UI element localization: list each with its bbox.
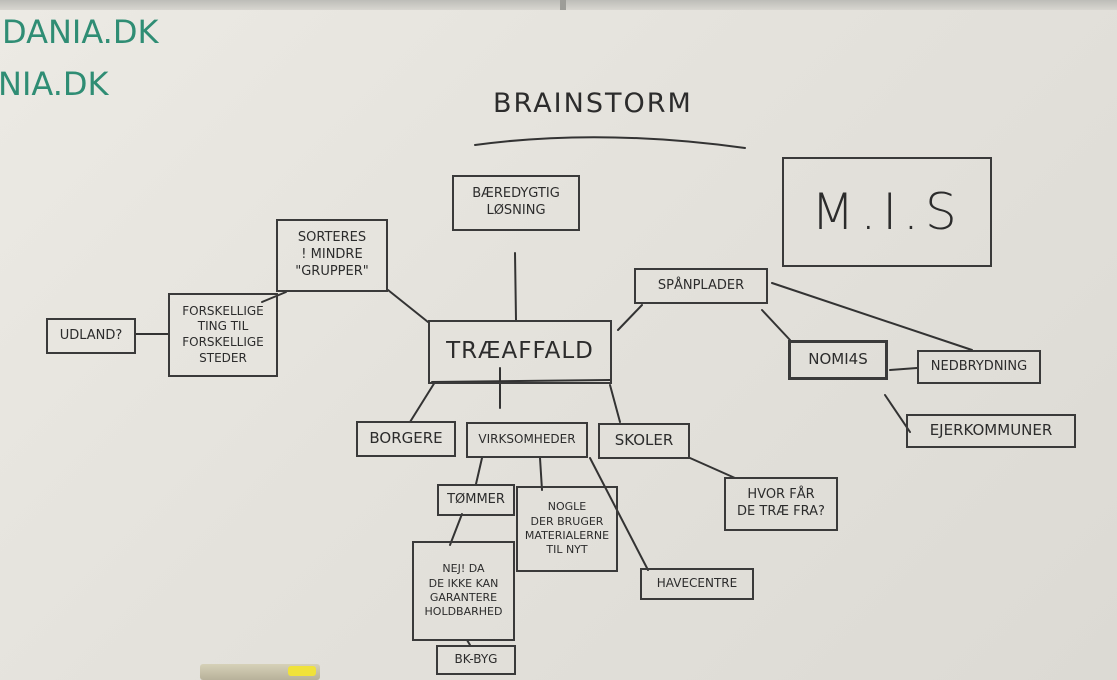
node-baeredygtig-label: Bæredygtig løsning bbox=[472, 186, 560, 218]
mis-label: M.I.S bbox=[811, 182, 963, 241]
link-center-baeredygtig bbox=[514, 252, 517, 321]
center-node-traeaffald: TRÆAFFALD bbox=[428, 320, 612, 384]
link-bar-borgere bbox=[409, 381, 436, 423]
node-borgere-label: BORGERE bbox=[369, 429, 443, 448]
link-skoler-hvorfar bbox=[689, 457, 736, 479]
link-virk-nogle bbox=[539, 457, 543, 491]
link-virk-tommer bbox=[475, 457, 483, 485]
link-tommer-nej bbox=[449, 513, 463, 546]
corner-text-line-1: DANIA.DK bbox=[2, 13, 159, 51]
node-nej: Nej! Da de ikke kan garantere holdbarhed bbox=[412, 541, 515, 641]
node-ejerkommuner-label: EJERKOMMUNER bbox=[929, 421, 1053, 440]
link-center-bar bbox=[431, 379, 611, 383]
marker-tray bbox=[200, 664, 320, 680]
node-udland-label: UDLAND? bbox=[59, 327, 123, 343]
frame-joint bbox=[560, 0, 566, 10]
yellow-marker bbox=[288, 666, 316, 676]
node-skoler: SKOLER bbox=[598, 423, 690, 459]
node-nogle: Nogle der bruger materialerne til nyt bbox=[516, 486, 618, 572]
node-nej-label: Nej! Da de ikke kan garantere holdbarhed bbox=[424, 562, 503, 619]
node-baeredygtig: Bæredygtig løsning bbox=[452, 175, 580, 231]
node-tommer-label: TØMMER bbox=[447, 491, 505, 507]
link-spanplader-nomi4s bbox=[761, 309, 791, 341]
node-nogle-label: Nogle der bruger materialerne til nyt bbox=[524, 500, 610, 557]
mis-box: M.I.S bbox=[782, 157, 992, 267]
node-spanplader: SPÅNPLADER bbox=[634, 268, 768, 304]
link-nomi4s-nedbrydning bbox=[889, 367, 918, 371]
link-sorteres-forskellige bbox=[261, 291, 287, 303]
whiteboard-top-frame bbox=[0, 0, 1117, 10]
node-borgere: BORGERE bbox=[356, 421, 456, 457]
link-virk-havecentre bbox=[589, 457, 649, 571]
node-forskellige-label: Forskellige ting til forskellige steder bbox=[182, 303, 264, 365]
link-nomi4s-ejerkommuner bbox=[884, 394, 911, 433]
link-center-sorteres bbox=[387, 289, 429, 323]
node-virksomheder: VIRKSOMHEDER bbox=[466, 422, 588, 458]
title-underline bbox=[474, 136, 746, 149]
brainstorm-title: BRAINSTORM bbox=[493, 88, 693, 119]
node-tommer: TØMMER bbox=[437, 484, 515, 516]
node-bkbyg-label: BK-BYG bbox=[454, 652, 498, 667]
node-nomi4s-label: NOMI4S bbox=[808, 350, 868, 369]
node-skoler-label: SKOLER bbox=[614, 431, 674, 450]
node-udland: UDLAND? bbox=[46, 318, 136, 354]
node-forskellige: Forskellige ting til forskellige steder bbox=[168, 293, 278, 377]
node-nedbrydning-label: NEDBRYDNING bbox=[930, 358, 1028, 374]
node-hvor-far-label: Hvor får de træ fra? bbox=[737, 487, 825, 519]
link-bar-skoler bbox=[609, 384, 621, 423]
node-sorteres-label: Sorteres ! mindre "grupper" bbox=[295, 230, 369, 279]
corner-text-line-2: NIA.DK bbox=[0, 65, 109, 103]
node-nedbrydning: NEDBRYDNING bbox=[917, 350, 1041, 384]
node-virksomheder-label: VIRKSOMHEDER bbox=[478, 432, 576, 447]
link-center-spanplader bbox=[617, 304, 643, 331]
node-havecentre-label: HAVECENTRE bbox=[656, 576, 738, 591]
node-nomi4s: NOMI4S bbox=[788, 340, 888, 380]
link-spanplader-nedbrydning bbox=[771, 282, 973, 351]
node-spanplader-label: SPÅNPLADER bbox=[657, 277, 745, 293]
node-sorteres: Sorteres ! mindre "grupper" bbox=[276, 219, 388, 292]
node-bkbyg: BK-BYG bbox=[436, 645, 516, 675]
node-havecentre: HAVECENTRE bbox=[640, 568, 754, 600]
node-hvor-far: Hvor får de træ fra? bbox=[724, 477, 838, 531]
node-ejerkommuner: EJERKOMMUNER bbox=[906, 414, 1076, 448]
center-node-label: TRÆAFFALD bbox=[446, 338, 594, 365]
